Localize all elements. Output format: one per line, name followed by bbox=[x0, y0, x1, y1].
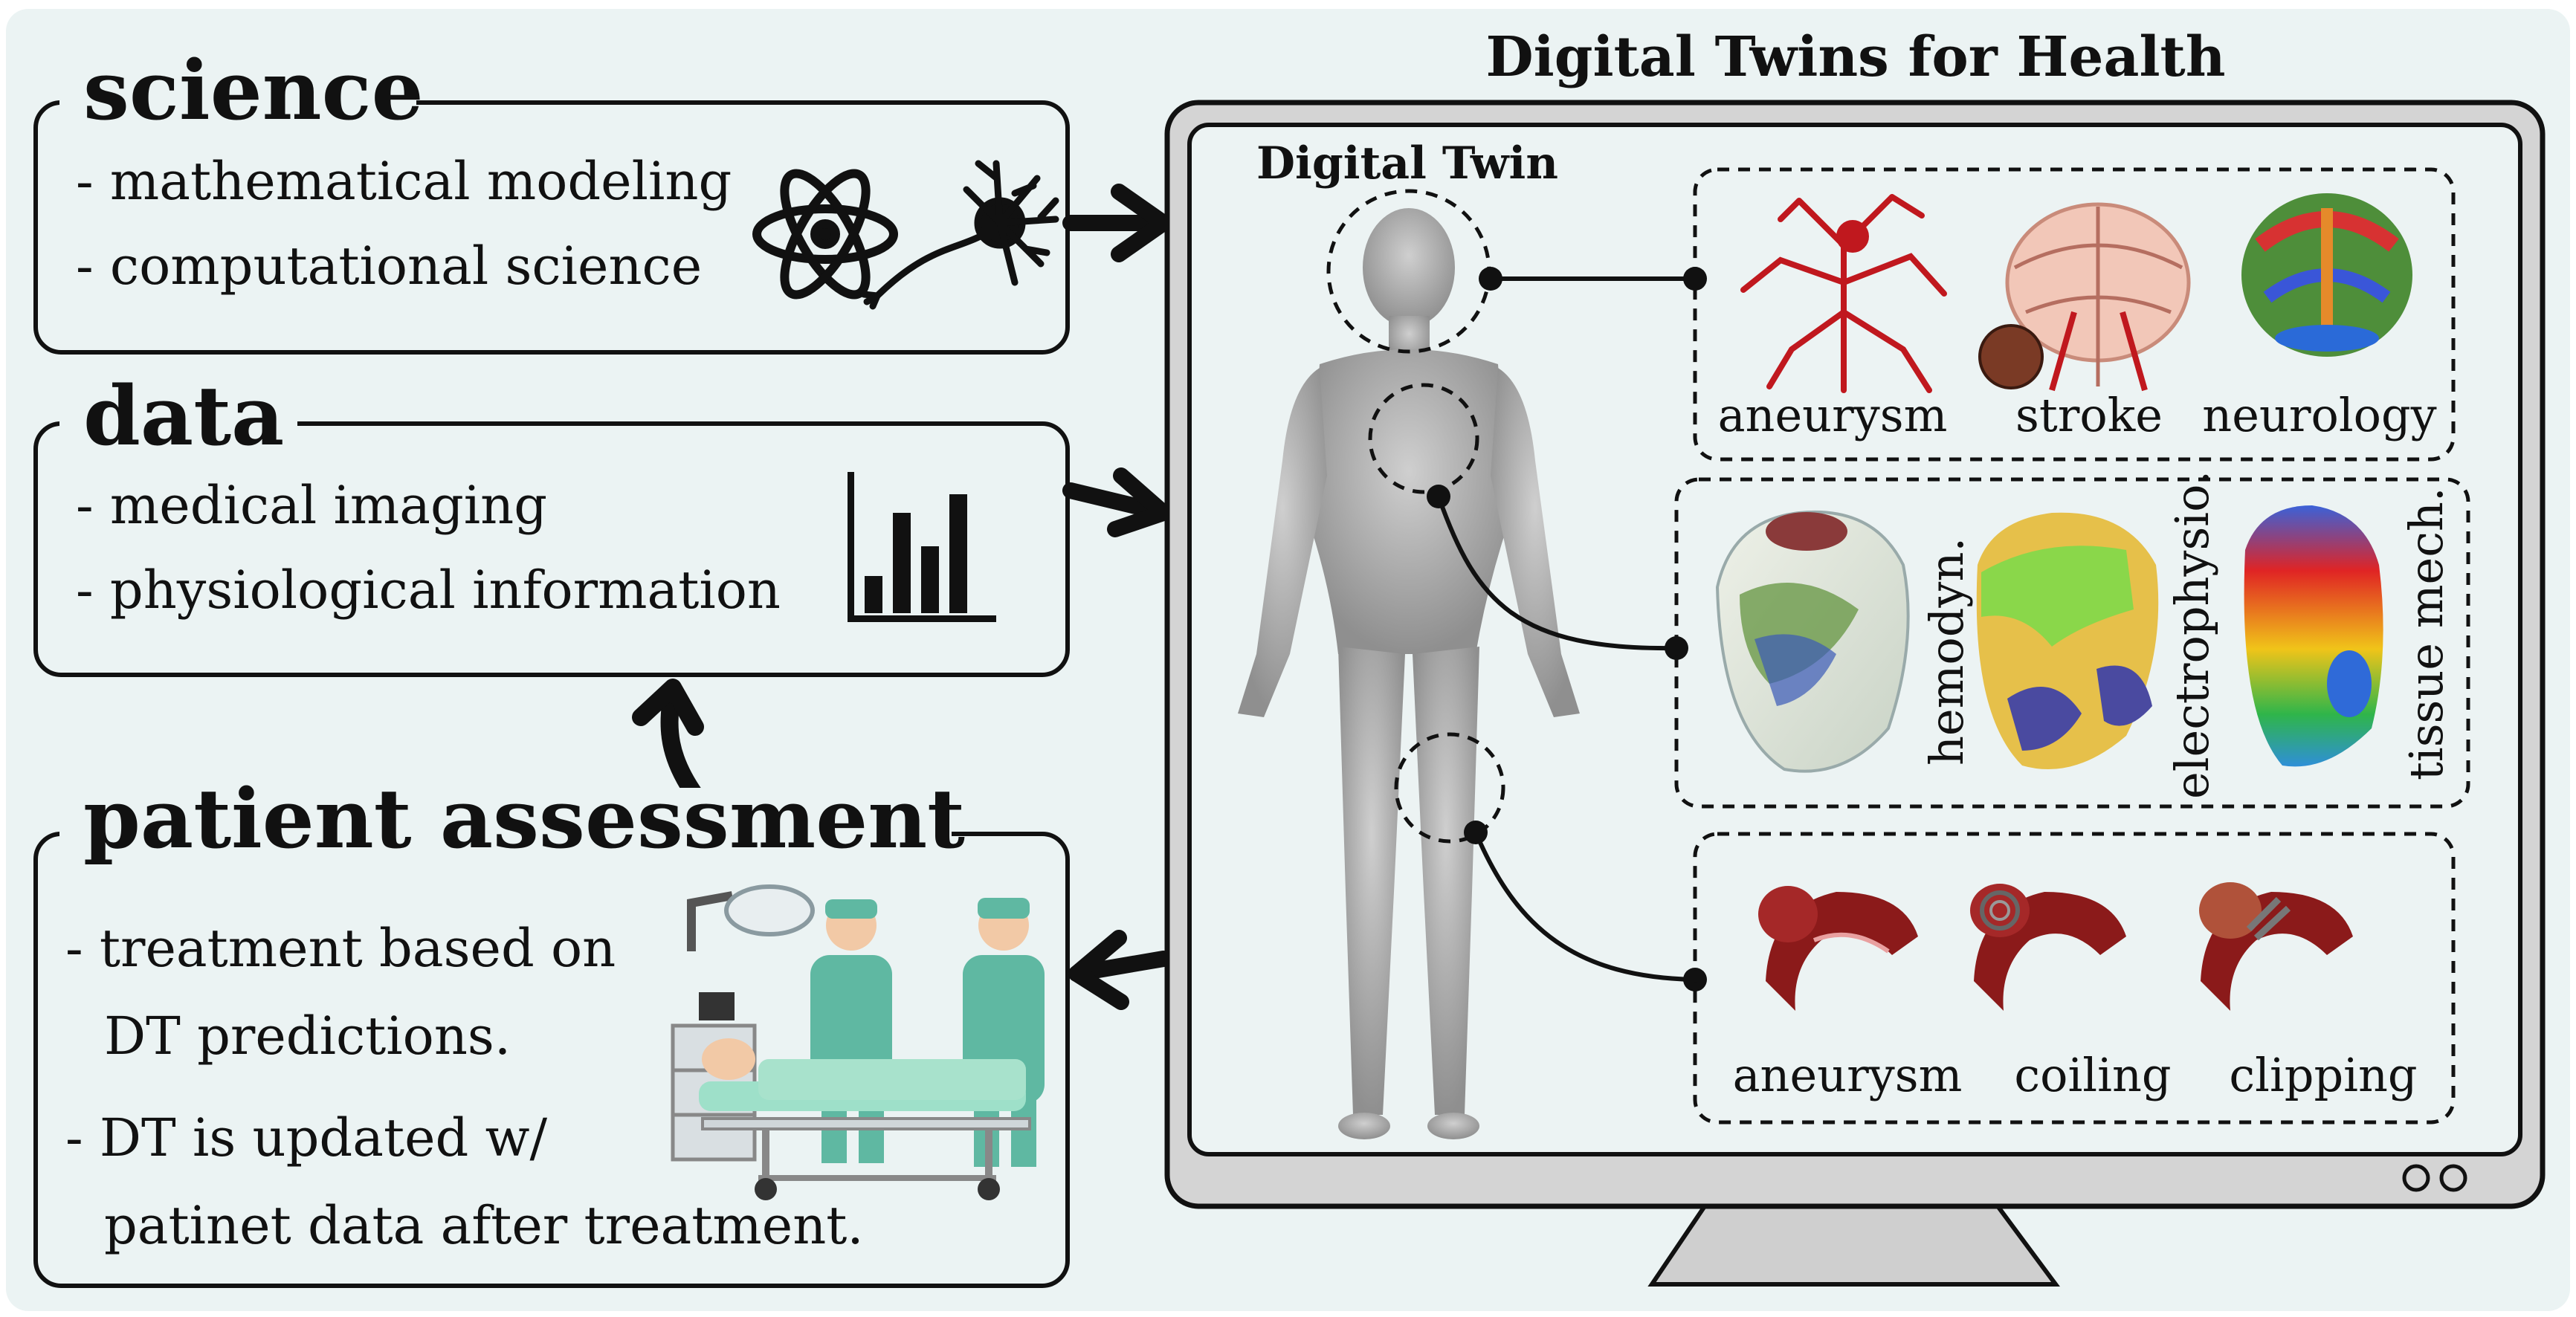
patient-item-2-line2: patinet data after treatment. bbox=[104, 1195, 864, 1256]
leg-focus-circle bbox=[1394, 732, 1505, 844]
data-title-gap bbox=[59, 394, 297, 453]
label-tissue-mechanics: tissue mech. bbox=[2399, 487, 2453, 780]
human-body-figure bbox=[1238, 208, 1580, 1139]
arrow-data-to-twin bbox=[1062, 467, 1172, 537]
hemodynamics-heart-image bbox=[1715, 510, 1910, 773]
arrow-twin-to-patient bbox=[1068, 930, 1172, 1010]
vessel-applications-box: aneurysm coiling clipping bbox=[1693, 832, 2456, 1125]
electrophysiology-heart-image bbox=[1976, 512, 2159, 769]
label-clipping: clipping bbox=[2229, 1048, 2417, 1102]
science-panel: science - mathematical modeling - comput… bbox=[33, 42, 1070, 355]
heart-applications-box: hemodyn. electrophysio. tissue mech. bbox=[1674, 470, 2470, 809]
vessel-coiling-image bbox=[1970, 884, 2126, 1011]
heart-connector-dot-end bbox=[1665, 636, 1688, 660]
heart-connector-dot-start bbox=[1427, 485, 1450, 508]
aneurysm-vessel-tree-image bbox=[1740, 194, 1947, 393]
head-connector-dot-start bbox=[1479, 267, 1502, 291]
patient-item-2-line1: - DT is updated w/ bbox=[65, 1107, 547, 1168]
stroke-brain-image bbox=[1978, 202, 2191, 392]
label-hemodynamics: hemodyn. bbox=[1920, 537, 1974, 766]
label-stroke: stroke bbox=[2015, 388, 2163, 442]
label-aneurysm: aneurysm bbox=[1718, 388, 1948, 442]
surgeons-illustration bbox=[671, 884, 1045, 1200]
label-vessel-aneurysm: aneurysm bbox=[1733, 1048, 1963, 1102]
data-panel: data - medical imaging - physiological i… bbox=[33, 368, 1070, 677]
science-title-gap bbox=[59, 74, 416, 134]
data-box bbox=[33, 421, 1070, 677]
patient-panel: patient assessment - treatment based on … bbox=[33, 771, 1070, 1288]
monitor: Digital Twins for Health Digital Twin bbox=[1164, 25, 2546, 1287]
label-coiling: coiling bbox=[2014, 1048, 2171, 1102]
data-title: data bbox=[83, 368, 284, 464]
monitor-button-2 bbox=[2439, 1164, 2467, 1192]
science-item-1: - mathematical modeling bbox=[76, 151, 732, 212]
digital-twin-label: Digital Twin bbox=[1256, 137, 1558, 190]
patient-title: patient assessment bbox=[83, 771, 965, 867]
science-item-2: - computational science bbox=[76, 236, 702, 297]
data-item-1: - medical imaging bbox=[76, 475, 547, 536]
arrow-patient-to-data bbox=[632, 679, 704, 804]
arrow-science-to-twin bbox=[1062, 184, 1172, 262]
brain-applications-box: aneurysm stroke neurology bbox=[1693, 167, 2456, 462]
atom-icon bbox=[752, 169, 898, 300]
heart-focus-circle bbox=[1368, 383, 1479, 494]
label-electrophysiology: electrophysio. bbox=[2165, 470, 2219, 799]
monitor-button-1 bbox=[2402, 1164, 2430, 1192]
science-title: science bbox=[83, 42, 424, 138]
data-item-2: - physiological information bbox=[76, 560, 781, 621]
vessel-clipping-image bbox=[2199, 882, 2353, 1011]
leg-connector-dot-start bbox=[1464, 821, 1488, 844]
bar-chart-icon bbox=[848, 472, 996, 622]
patient-item-1-line1: - treatment based on bbox=[65, 918, 616, 979]
diagram-title: Digital Twins for Health bbox=[1485, 25, 2225, 89]
label-neurology: neurology bbox=[2202, 388, 2436, 442]
connectors bbox=[1436, 276, 1696, 982]
neurology-tractography-image bbox=[2241, 193, 2412, 357]
monitor-stand bbox=[1647, 1202, 2060, 1287]
patient-item-1-line2: DT predictions. bbox=[104, 1006, 511, 1067]
neuron-icon bbox=[860, 160, 1059, 310]
patient-title-gap bbox=[59, 788, 952, 862]
tissue-mechanics-heart-image bbox=[2244, 505, 2383, 767]
vessel-aneurysm-image bbox=[1758, 886, 1918, 1011]
